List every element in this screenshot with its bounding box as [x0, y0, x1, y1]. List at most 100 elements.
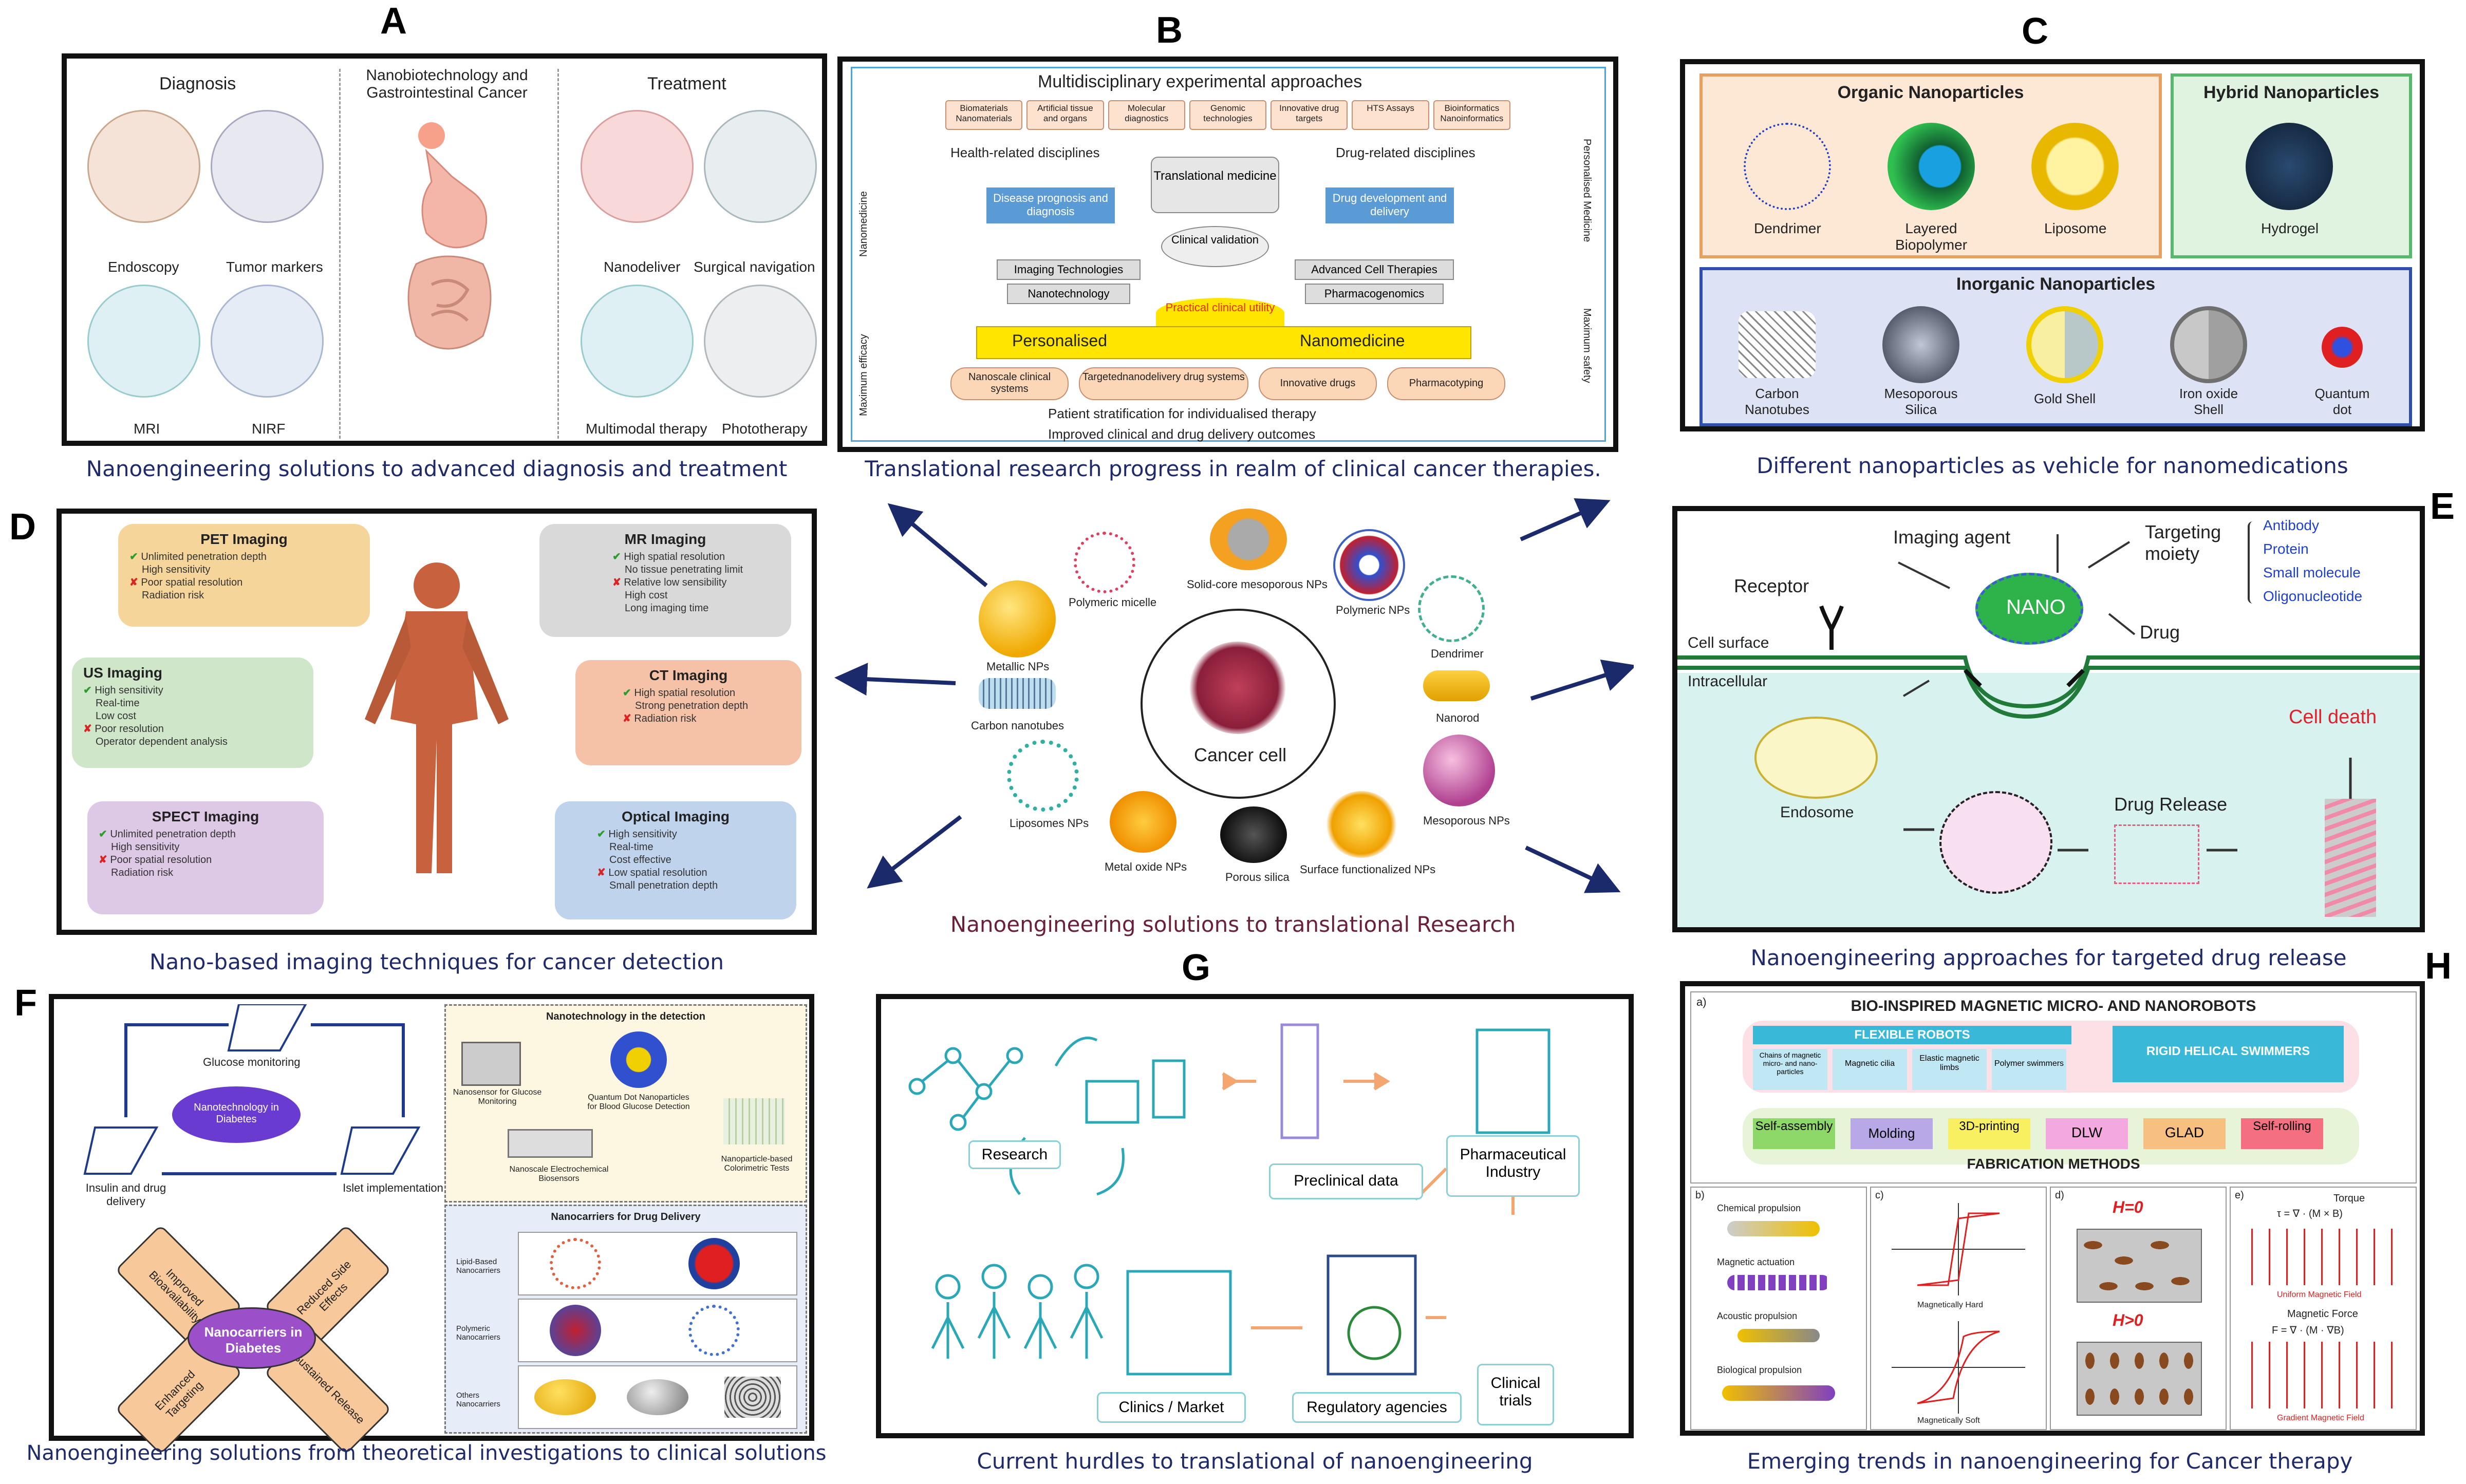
hybrid-box: Hybrid Nanoparticles Hydrogel	[2171, 73, 2412, 258]
micelle-icon	[688, 1305, 740, 1356]
release-vesicle-icon	[1939, 791, 2052, 894]
detection-title: Nanotechnology in the detection	[546, 1011, 705, 1022]
box-bioinformatics: Bioinformatics Nanoinformatics	[1433, 100, 1510, 130]
phototherapy-illustration	[704, 285, 817, 398]
regulatory-box: Regulatory agencies	[1292, 1392, 1462, 1423]
endosome-label: Endosome	[1780, 804, 1854, 821]
random-particles-box	[2077, 1229, 2202, 1303]
nanocarriers-title: Nanocarriers for Drug Delivery	[551, 1211, 701, 1223]
box-hts: HTS Assays	[1352, 100, 1429, 130]
method-molding: Molding	[1851, 1118, 1933, 1149]
caption-h: Emerging trends in nanoengineering for C…	[1747, 1449, 2353, 1474]
caption-c: Different nanoparticles as vehicle for n…	[1757, 453, 2348, 478]
carriers-center-oval: Nanocarriers in Diabetes	[188, 1307, 316, 1369]
chemical-icon	[1727, 1221, 1820, 1236]
label-nanodeliver: Nanodeliver	[604, 259, 681, 275]
pet-con-1: Poor spatial resolution	[141, 577, 243, 588]
flex-item-cilia: Magnetic cilia	[1833, 1049, 1907, 1090]
ct-card: CT Imaging ✔ High spatial resolution Str…	[575, 660, 801, 765]
nanomedicine-label: Nanomedicine	[1300, 331, 1405, 350]
lipid-label: Lipid-Based Nanocarriers	[456, 1257, 500, 1275]
target-oligonucleotide: Oligonucleotide	[2263, 588, 2363, 604]
inorganic-title: Inorganic Nanoparticles	[1956, 274, 2156, 294]
optical-pro-3: Cost effective	[609, 854, 671, 866]
liposomes-icon	[1007, 740, 1079, 812]
dendrimer-icon	[1744, 123, 1831, 210]
pharmacogenomics-box: Pharmacogenomics	[1305, 284, 1444, 304]
drug-release-label: Drug Release	[2114, 794, 2228, 815]
label-carbon-nanotubes-center: Carbon nanotubes	[971, 719, 1064, 732]
glucose-monitoring-label: Glucose monitoring	[203, 1056, 301, 1068]
others-row	[518, 1365, 797, 1429]
bottom-targeted: Targetednanodelivery drug systems	[1079, 367, 1248, 400]
label-nanorod: Nanorod	[1436, 711, 1480, 724]
robots-section: a) BIO-INSPIRED MAGNETIC MICRO- AND NANO…	[1690, 991, 2417, 1184]
h-b-label: b)	[1695, 1190, 1705, 1201]
personalised-label: Personalised	[1012, 331, 1107, 350]
islet-label: Islet implementation	[343, 1181, 443, 1194]
polymeric-micelle-icon	[1074, 532, 1135, 593]
ct-con-1: Radiation risk	[634, 713, 697, 724]
uniform-label: Uniform Magnetic Field	[2277, 1290, 2362, 1299]
silver-np-icon	[627, 1379, 688, 1415]
box-genomic: Genomic technologies	[1189, 100, 1267, 130]
us-con-2: Operator dependent analysis	[96, 736, 228, 747]
panel-g: Research Preclinical data Pharmaceutical…	[876, 994, 1634, 1438]
random-particles	[2078, 1230, 2201, 1302]
bottom-nanoscale: Nanoscale clinical systems	[950, 367, 1069, 400]
label-solid-core: Solid-core mesoporous NPs	[1187, 578, 1328, 591]
torque-label: Torque	[2333, 1193, 2365, 1204]
hydrogel-icon	[2246, 123, 2333, 210]
panel-d: PET Imaging ✔ Unlimited penetration dept…	[57, 509, 817, 935]
label-layered-biopolymer: Layered Biopolymer	[1895, 220, 1968, 253]
panel-b: Multidisciplinary experimental approache…	[837, 57, 1618, 452]
label-tumor-markers: Tumor markers	[226, 259, 323, 275]
h-e-label: e)	[2235, 1190, 2244, 1201]
panel-letter-a: A	[380, 1, 407, 42]
caption-center: Nanoengineering solutions to translation…	[950, 912, 1516, 937]
panel-h: a) BIO-INSPIRED MAGNETIC MICRO- AND NANO…	[1680, 981, 2425, 1436]
advanced-cell-therapies: Advanced Cell Therapies	[1295, 259, 1454, 280]
carbon-nanotube-icon	[1739, 311, 1816, 378]
ct-pro-1: High spatial resolution	[634, 687, 736, 699]
liposome-icon	[2031, 123, 2119, 210]
force-eq: F = ∇ · (M · ∇B)	[2272, 1325, 2344, 1336]
ct-title: CT Imaging	[649, 667, 728, 683]
h-d-label: d)	[2055, 1190, 2064, 1201]
spect-pro-1: Unlimited penetration depth	[110, 829, 236, 840]
divider-left	[339, 69, 341, 439]
divider-right	[557, 69, 559, 439]
caption-b: Translational research progress in realm…	[865, 456, 1601, 481]
drug-molecule-icon	[2114, 824, 2199, 884]
label-porous-silica: Porous silica	[1225, 871, 1290, 884]
stratification-label: Patient stratification for individualise…	[1048, 406, 1316, 421]
label-phototherapy: Phototherapy	[722, 421, 808, 437]
clinical-validation: Clinical validation	[1161, 226, 1269, 267]
pet-card: PET Imaging ✔ Unlimited penetration dept…	[118, 524, 370, 627]
cell-surface-label: Cell surface	[1688, 634, 1769, 651]
carbon-nanotubes-center-icon	[979, 678, 1056, 709]
magnetism-section: c) Magnetically Hard Magnetically Soft	[1870, 1187, 2047, 1430]
mr-pro-1: High spatial resolution	[624, 551, 725, 562]
panel-f: Glucose monitoring Nanotechnology in Dia…	[49, 994, 814, 1455]
optical-con-2: Small penetration depth	[609, 880, 718, 891]
label-dendrimer-center: Dendrimer	[1431, 647, 1484, 660]
label-mesoporous-nps: Mesoporous NPs	[1423, 814, 1510, 827]
polymeric-label: Polymeric Nanocarriers	[456, 1324, 500, 1342]
acoustic-icon	[1738, 1329, 1820, 1342]
practical-utility: Practical clinical utility	[1156, 298, 1284, 329]
magnetic-icon	[1727, 1275, 1830, 1290]
iron-oxide-icon	[2170, 306, 2247, 383]
label-hydrogel: Hydrogel	[2261, 220, 2319, 236]
drug-disciplines: Drug-related disciplines	[1336, 145, 1475, 160]
target-antibody: Antibody	[2263, 517, 2319, 533]
label-quantum-dot: Quantum dot	[2314, 386, 2370, 417]
clinical-trials-box: Clinical trials	[1477, 1364, 1554, 1425]
box-biomaterials: Biomaterials Nanomaterials	[945, 100, 1023, 130]
organic-box: Organic Nanoparticles Dendrimer Layered …	[1699, 73, 2162, 258]
optical-pro-2: Real-time	[609, 841, 653, 853]
dna-icon	[2325, 799, 2376, 917]
nanotech-diabetes-oval: Nanotechnology in Diabetes	[172, 1086, 301, 1143]
soft-label: Magnetically Soft	[1917, 1416, 1980, 1425]
mri-illustration	[87, 285, 200, 398]
